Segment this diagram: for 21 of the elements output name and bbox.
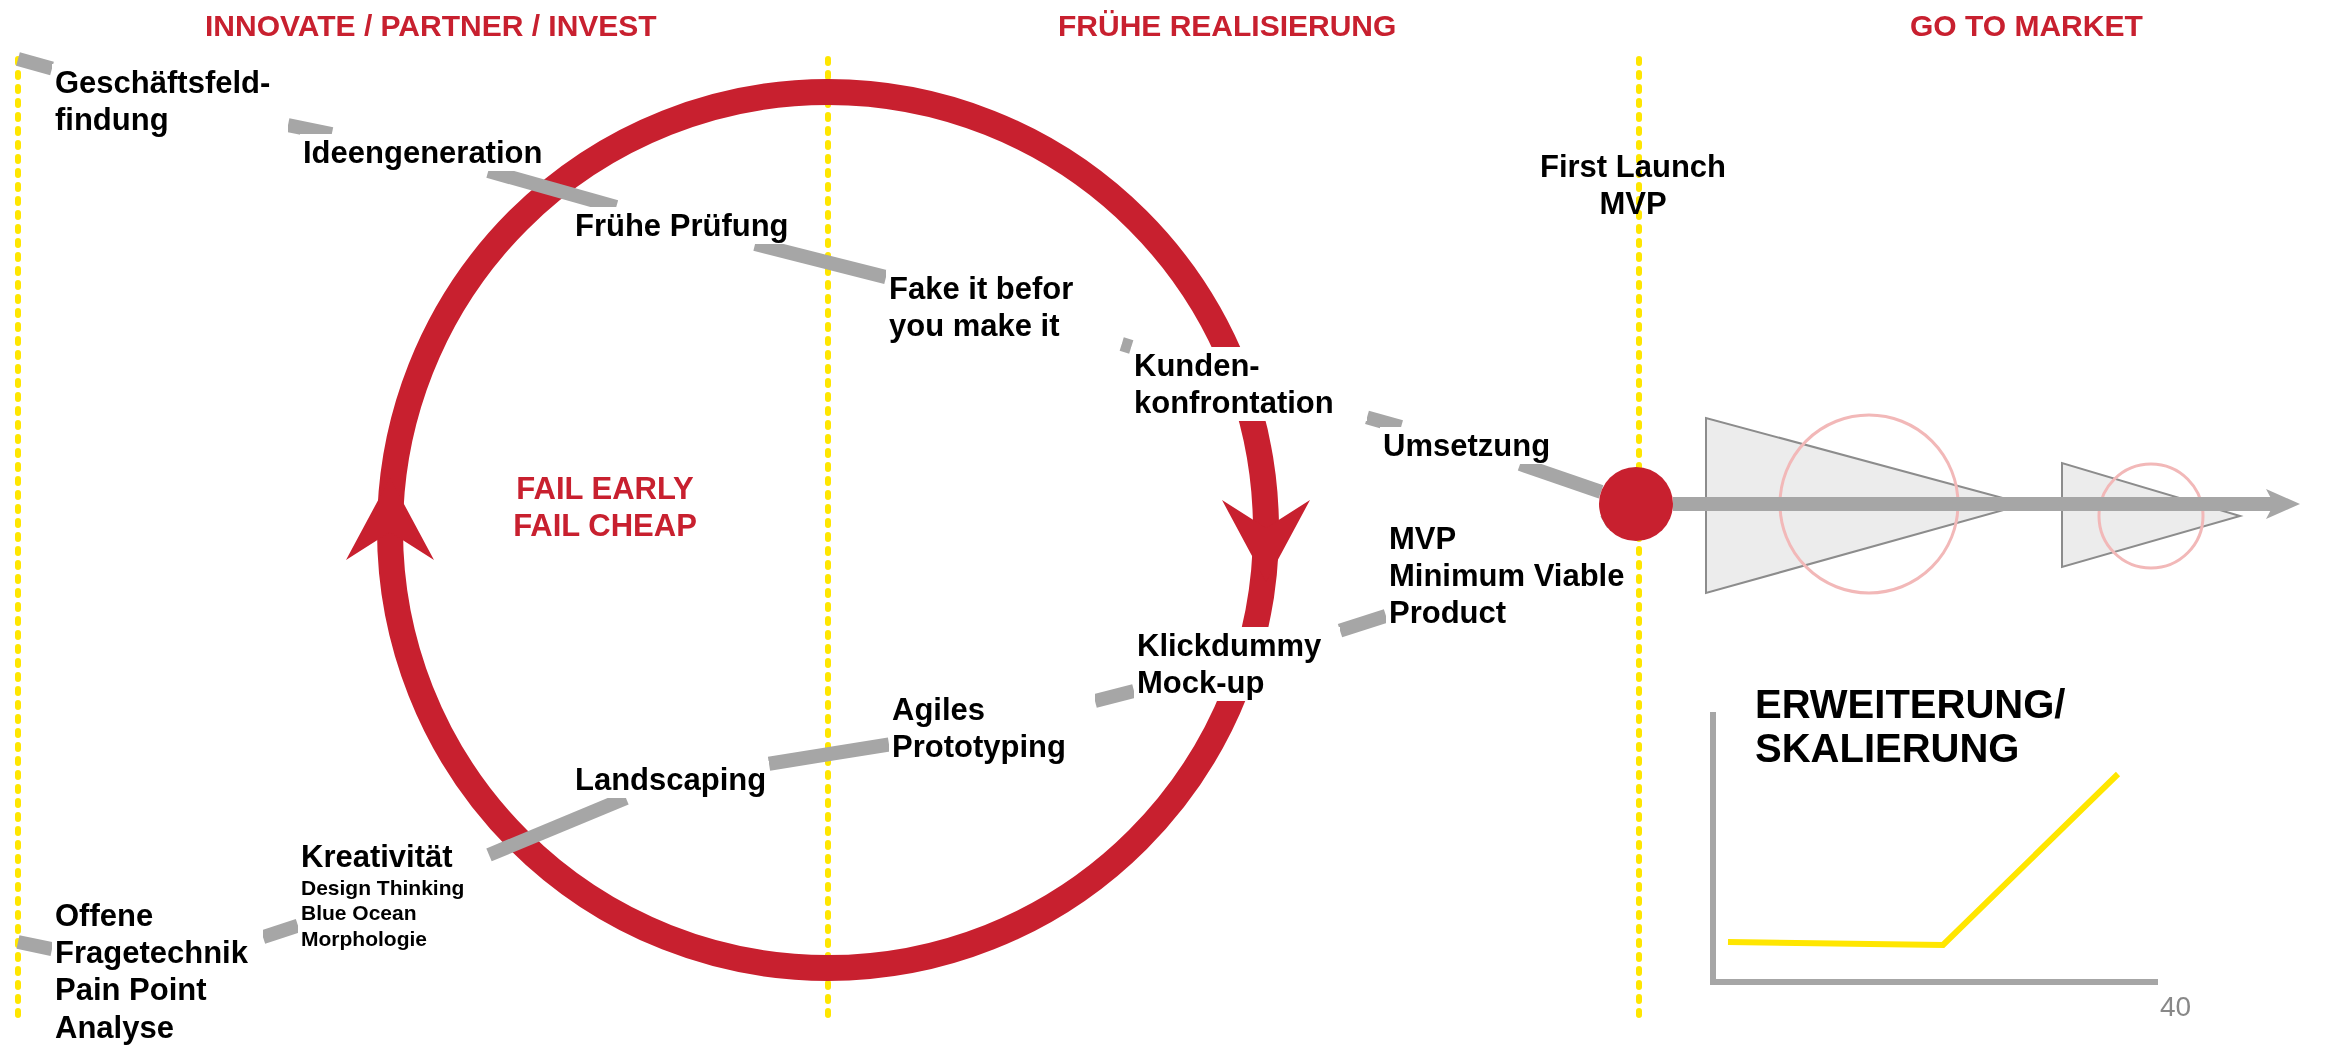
- flow-line: [260, 919, 301, 944]
- flow-line: [16, 935, 54, 957]
- milestone-label: First Launch MVP: [1539, 148, 1727, 223]
- step-label: Klickdummy Mock-up: [1134, 627, 1340, 702]
- step-label: Fake it befor you make it: [886, 270, 1122, 345]
- flow-line: [1337, 609, 1389, 638]
- flow-line: [1119, 337, 1134, 354]
- flow-line: [1093, 684, 1136, 708]
- flow-arrow: [1673, 489, 2300, 519]
- step-label: Kunden- konfrontation: [1131, 347, 1367, 422]
- page-number: 40: [2160, 990, 2192, 1024]
- flow-line: [16, 52, 54, 76]
- step-label: Geschäftsfeld- findung: [52, 64, 288, 139]
- flow-line: [767, 737, 891, 771]
- step-label: Agiles Prototyping: [889, 691, 1095, 766]
- section-heading: ERWEITERUNG/ SKALIERUNG: [1755, 682, 2067, 770]
- phase-heading: GO TO MARKET: [1910, 8, 2143, 44]
- slogan-text: FAIL EARLY FAIL CHEAP: [512, 470, 698, 545]
- junction-dot: [1599, 467, 1673, 541]
- phase-heading: FRÜHE REALISIERUNG: [1058, 8, 1397, 44]
- phase-heading: INNOVATE / PARTNER / INVEST: [205, 8, 657, 44]
